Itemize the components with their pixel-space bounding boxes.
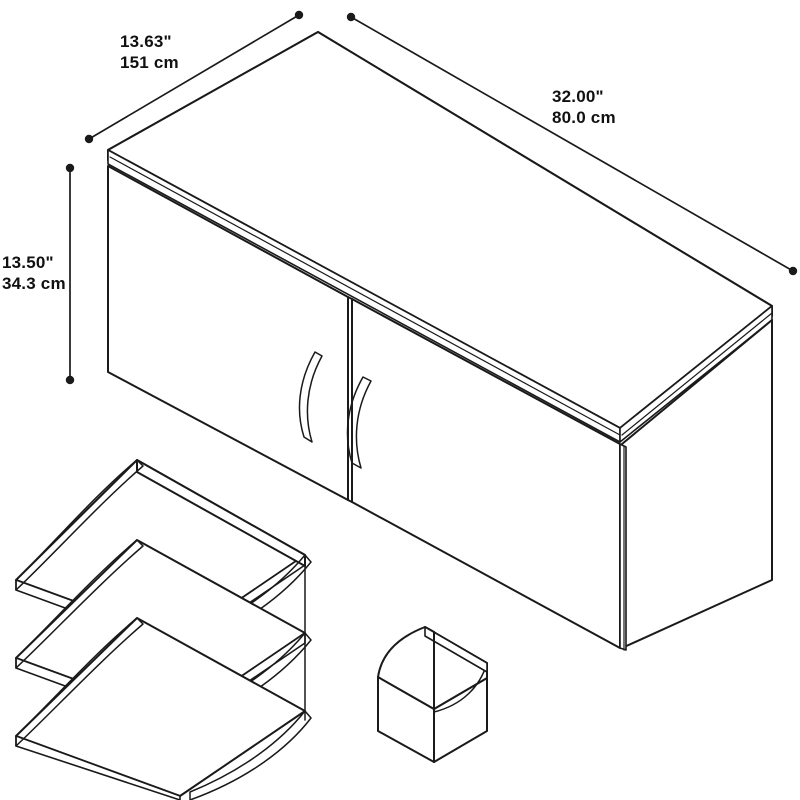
letter-tray-group bbox=[15, 459, 312, 800]
cabinet-right-door-handle[interactable] bbox=[346, 376, 372, 469]
height-inches: 13.50" bbox=[2, 253, 54, 272]
file-sorter-top-rim bbox=[424, 626, 488, 673]
right-handle-body bbox=[346, 376, 372, 469]
height-dim-dot-bottom bbox=[65, 375, 75, 385]
file-sorter-group bbox=[377, 626, 488, 763]
cabinet-left-door-handle[interactable] bbox=[298, 351, 323, 443]
height-dimension-label: 13.50" 34.3 cm bbox=[2, 252, 66, 294]
cabinet-top-edge-band-groove bbox=[109, 156, 621, 436]
cabinet-group bbox=[107, 31, 773, 651]
height-metric: 34.3 cm bbox=[2, 274, 66, 293]
width-inches: 32.00" bbox=[552, 87, 604, 106]
cabinet-top-edge-band-right-groove bbox=[621, 312, 773, 436]
height-dimension-line bbox=[65, 163, 75, 385]
depth-dim-dot-end bbox=[294, 10, 304, 20]
depth-inches: 13.63" bbox=[120, 32, 172, 51]
tray-bottom-left-curved-support bbox=[15, 617, 144, 747]
width-dimension-label: 32.00" 80.0 cm bbox=[552, 86, 616, 128]
cabinet-door-gap bbox=[347, 296, 353, 503]
depth-dimension-label: 13.63" 151 cm bbox=[120, 31, 179, 73]
left-handle-body bbox=[298, 351, 323, 443]
width-metric: 80.0 cm bbox=[552, 108, 616, 127]
height-dim-dot-top bbox=[65, 163, 75, 173]
tray-top-left-curved-support bbox=[15, 459, 144, 591]
letter-tray-tier-bottom bbox=[15, 617, 312, 800]
depth-dimension-line bbox=[84, 10, 304, 144]
cabinet-side-edge-band bbox=[619, 443, 627, 651]
width-dim-dot-end bbox=[788, 266, 798, 276]
tray-middle-left-curved-support bbox=[15, 539, 144, 669]
depth-dim-dot-start bbox=[84, 134, 94, 144]
width-dimension-line bbox=[346, 12, 798, 276]
width-dim-dot-start bbox=[346, 12, 356, 22]
dimension-lines-group bbox=[65, 10, 798, 385]
depth-metric: 151 cm bbox=[120, 53, 179, 72]
